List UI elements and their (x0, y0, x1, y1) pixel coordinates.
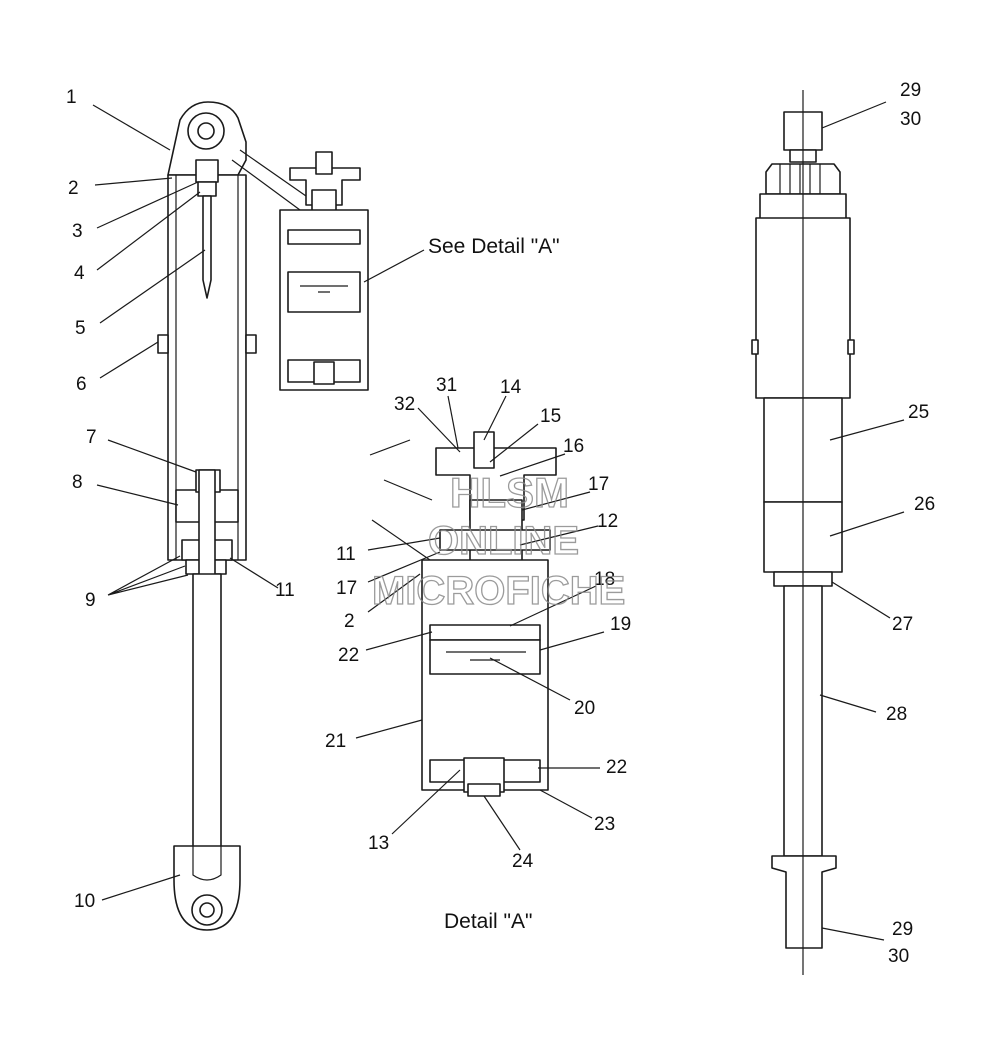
callout-18: 18 (594, 569, 615, 590)
detail-caption: Detail "A" (444, 910, 532, 933)
callout-5: 5 (75, 318, 86, 339)
callout-30-top: 30 (900, 109, 921, 130)
callout-24: 24 (512, 851, 534, 872)
callout-13: 13 (368, 833, 389, 854)
callout-30-bottom: 30 (888, 946, 909, 967)
callouts: 1 2 3 4 5 6 7 8 9 10 11 29 30 25 26 27 2… (66, 80, 935, 967)
callout-1: 1 (66, 87, 77, 108)
callout-25: 25 (908, 402, 929, 423)
left-shock-section (157, 101, 307, 931)
callout-19: 19 (610, 614, 631, 635)
callout-20: 20 (574, 698, 595, 719)
callout-26: 26 (914, 494, 935, 515)
callout-11-detail: 11 (336, 544, 356, 565)
callout-23: 23 (594, 814, 615, 835)
callout-2: 2 (68, 178, 79, 199)
leader-lines (92, 101, 905, 941)
callout-3: 3 (72, 221, 83, 242)
callout-11-left: 11 (275, 580, 295, 601)
right-shock-exterior (751, 90, 855, 975)
callout-21: 21 (325, 731, 346, 752)
callout-16: 16 (563, 436, 584, 457)
callout-9: 9 (85, 590, 96, 611)
watermark-line3: MICROFICHE (372, 569, 625, 613)
callout-29-bottom: 29 (892, 919, 913, 940)
detail-a (369, 431, 557, 797)
callout-22-top: 22 (338, 645, 359, 666)
callout-15: 15 (540, 406, 561, 427)
callout-4: 4 (74, 263, 85, 284)
callout-17-right: 17 (588, 474, 609, 495)
callout-28: 28 (886, 704, 907, 725)
callout-29-top: 29 (900, 80, 921, 101)
callout-22-bottom: 22 (606, 757, 627, 778)
callout-31: 31 (436, 375, 457, 396)
callout-6: 6 (76, 374, 87, 395)
watermark-line1: HLSM (450, 469, 569, 516)
watermark: HLSM ONLINE MICROFICHE (371, 468, 626, 613)
callout-12: 12 (597, 511, 618, 532)
callout-17-left: 17 (336, 578, 357, 599)
callout-8: 8 (72, 472, 83, 493)
callout-2-detail: 2 (344, 611, 355, 632)
callout-27: 27 (892, 614, 913, 635)
see-detail-label: See Detail "A" (428, 235, 560, 258)
callout-14: 14 (500, 377, 522, 398)
callout-7: 7 (86, 427, 97, 448)
watermark-line2: ONLINE (428, 519, 579, 563)
callout-10: 10 (74, 891, 95, 912)
reservoir-small (279, 151, 369, 391)
callout-32: 32 (394, 394, 415, 415)
